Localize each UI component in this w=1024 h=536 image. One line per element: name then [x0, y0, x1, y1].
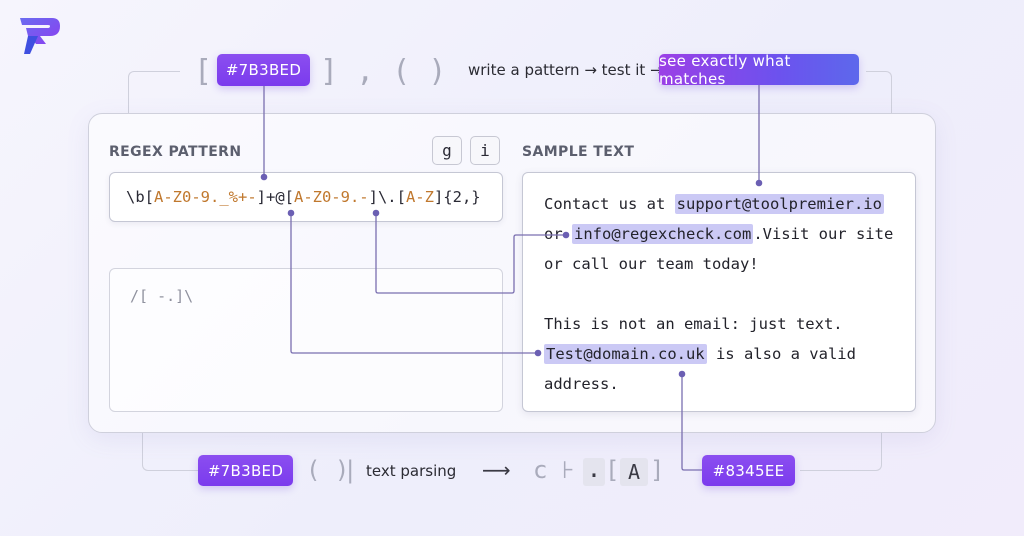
match-highlight-1: support@toolpremier.io	[674, 194, 884, 214]
pattern-charclass: A-Z0-9.-	[293, 188, 369, 206]
pattern-charclass: A-Z0-9._%+-	[154, 188, 257, 206]
frame-line-bottom-left	[142, 433, 198, 471]
top-caption: write a pattern → test it →	[468, 61, 663, 79]
brand-logo-icon	[20, 18, 60, 54]
frame-line-top-left	[128, 71, 180, 113]
sample-line-1: Contact us at support@toolpremier.io	[544, 194, 884, 214]
sample-line-3: or call our team today!	[544, 255, 759, 273]
top-hex-pill: #7B3BED	[217, 54, 310, 86]
regex-pattern-input[interactable]: \b[A-Z0-9._%+-]+@[A-Z0-9.-]\.[A-Z]{2,}	[109, 172, 503, 222]
sample-text-segment: or	[544, 225, 572, 243]
see-matches-pill: see exactly what matches	[659, 52, 859, 88]
top-bracket-open: [	[194, 54, 213, 89]
regex-pattern-label: REGEX PATTERN	[109, 144, 242, 160]
bottom-dot-box: .	[583, 457, 605, 486]
frame-line-bottom-right	[800, 433, 882, 471]
sample-text-segment: Contact us at	[544, 195, 675, 213]
pattern-part: ]{2,}	[433, 188, 481, 206]
match-highlight-2: info@regexcheck.com	[572, 224, 754, 244]
flag-i-button[interactable]: i	[470, 136, 500, 165]
bottom-hex-pill-left: #7B3BED	[198, 455, 293, 486]
pattern-charclass: A-Z	[405, 188, 434, 206]
sample-line-6: address.	[544, 375, 619, 393]
sample-text-segment: is also a valid	[706, 345, 856, 363]
pattern-part: ]+@[	[256, 188, 294, 206]
sample-line-4: This is not an email: just text.	[544, 315, 843, 333]
bottom-hex-pill-right: #8345EE	[702, 455, 795, 486]
pattern-part: \b[	[126, 188, 154, 206]
output-text: /[ -.]\	[130, 287, 194, 305]
frame-line-top-right	[866, 71, 892, 113]
bottom-letter-a: A	[620, 458, 648, 486]
regex-output-area[interactable]: /[ -.]\	[109, 268, 503, 412]
sample-line-5: Test@domain.co.uk is also a valid	[544, 344, 856, 364]
sample-text-segment: .Visit our site	[753, 225, 894, 243]
bottom-parens: ( )	[306, 456, 350, 484]
sample-line-2: or info@regexcheck.com.Visit our site	[544, 224, 894, 244]
bottom-bracket-close: ]	[650, 456, 665, 484]
bottom-bracket-open: [	[605, 456, 620, 484]
bottom-bar: |	[343, 456, 358, 484]
sample-text-label: SAMPLE TEXT	[522, 144, 635, 160]
sample-text-area[interactable]: Contact us at support@toolpremier.io or …	[522, 172, 916, 412]
bottom-arrow: ⟶	[482, 458, 511, 482]
match-highlight-3: Test@domain.co.uk	[544, 344, 707, 364]
bottom-glyphs: c ⊦	[533, 456, 575, 484]
bottom-caption: text parsing	[366, 462, 457, 480]
pattern-part: ]\.[	[368, 188, 406, 206]
top-bracket-close-paren: ] , ( )	[320, 54, 447, 89]
flag-g-button[interactable]: g	[432, 136, 462, 165]
